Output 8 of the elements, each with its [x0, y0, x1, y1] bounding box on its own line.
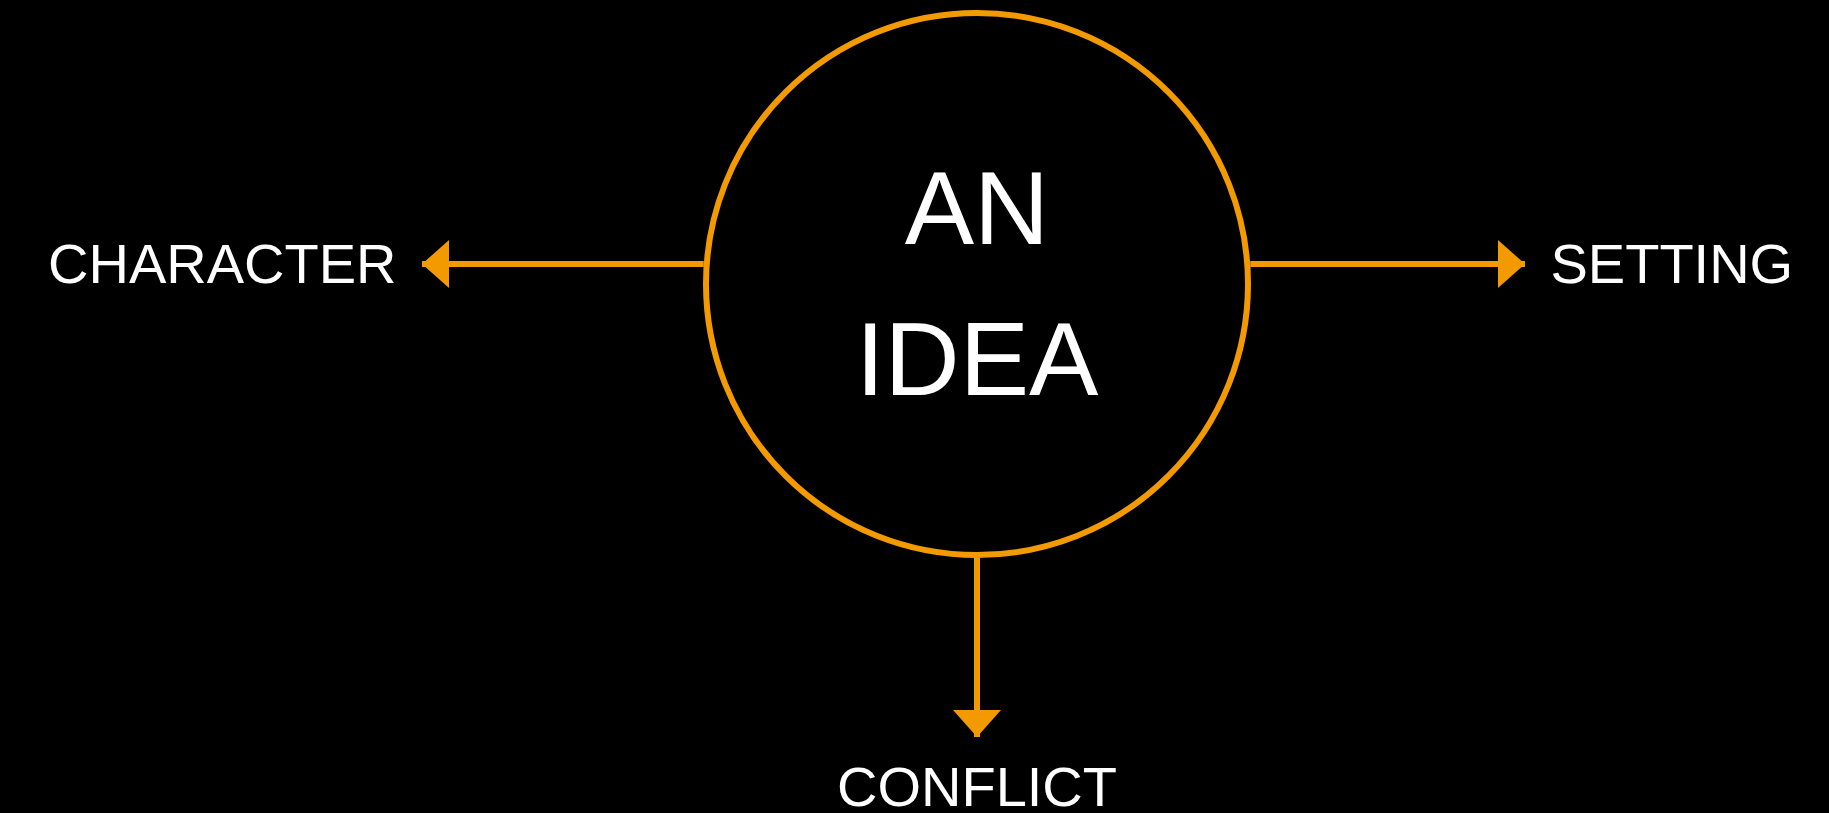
topic-label: SETTING [1524, 236, 1820, 292]
idea-circle [703, 10, 1251, 558]
arrow [953, 558, 1001, 737]
arrow [422, 240, 704, 288]
topic-label: CONFLICT [837, 737, 1117, 813]
arrow [1250, 240, 1525, 288]
circle-text: AN IDEA [854, 149, 1100, 419]
topic-label: CHARACTER [22, 236, 423, 292]
